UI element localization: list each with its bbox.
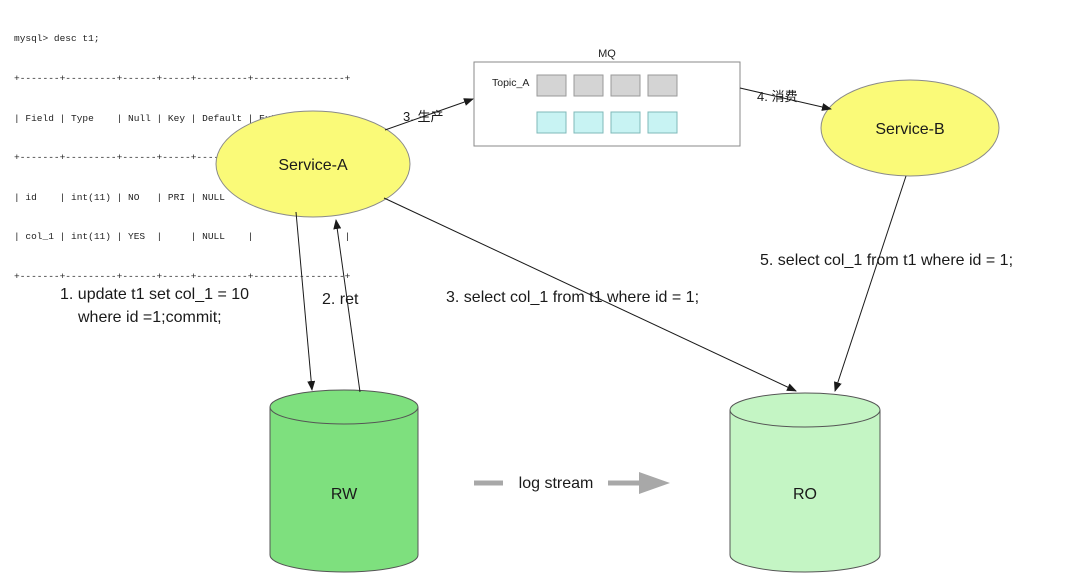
topic-label: Topic_A (492, 77, 529, 89)
select-b-label: 5. select col_1 from t1 where id = 1; (760, 252, 1013, 269)
queue-slot-cyan (610, 111, 641, 134)
rw-top (269, 389, 419, 425)
update-arrow (295, 211, 316, 391)
consume-label: 4. 消费 (757, 89, 797, 104)
queue-slot-gray (573, 74, 604, 97)
ro-body (729, 410, 881, 573)
rw-label: RW (331, 486, 358, 503)
queue-slot-cyan (536, 111, 567, 134)
update-label-line1: 1. update t1 set col_1 = 10 (60, 286, 249, 303)
queue-slot-gray (647, 74, 678, 97)
consume-arrow (739, 87, 832, 111)
produce-arrow (384, 98, 474, 131)
queue-slot-cyan (647, 111, 678, 134)
select-a-label: 3. select col_1 from t1 where id = 1; (446, 289, 699, 306)
mq-box: MQ Topic_A (473, 48, 741, 147)
queue-slot-gray (536, 74, 567, 97)
queue-slot-gray (610, 74, 641, 97)
log-stream-arrow: log stream (474, 472, 670, 494)
desc-line: +-------+---------+------+-----+--------… (14, 152, 351, 164)
service-b-ellipse (820, 79, 1000, 177)
service-a-node: Service-A (215, 110, 411, 218)
ro-top (729, 392, 881, 428)
ret-arrow (333, 219, 361, 393)
service-b-label: Service-B (875, 121, 944, 138)
mq-border (473, 61, 741, 147)
select-a-arrow (383, 197, 797, 392)
service-a-label: Service-A (278, 157, 348, 174)
queue-slot-cyan (573, 111, 604, 134)
select-b-arrow (834, 175, 907, 392)
mq-title: MQ (598, 48, 616, 60)
produce-label: 3. 生产 (403, 109, 443, 124)
service-b-node: Service-B (820, 79, 1000, 177)
log-stream-head (639, 472, 670, 494)
update-label-line2: where id =1;commit; (77, 309, 222, 326)
ret-label: 2. ret (322, 291, 359, 308)
rw-body (269, 407, 419, 573)
ro-database: RO (729, 392, 881, 573)
desc-line: mysql> desc t1; (14, 33, 100, 45)
log-stream-label: log stream (519, 475, 594, 492)
ro-label: RO (793, 486, 817, 503)
rw-database: RW (269, 389, 419, 573)
desc-line: | col_1 | int(11) | YES | | NULL | | (14, 231, 351, 243)
desc-line: +-------+---------+------+-----+--------… (14, 73, 351, 84)
desc-line: +-------+---------+------+-----+--------… (14, 270, 351, 282)
service-a-ellipse (215, 110, 411, 218)
